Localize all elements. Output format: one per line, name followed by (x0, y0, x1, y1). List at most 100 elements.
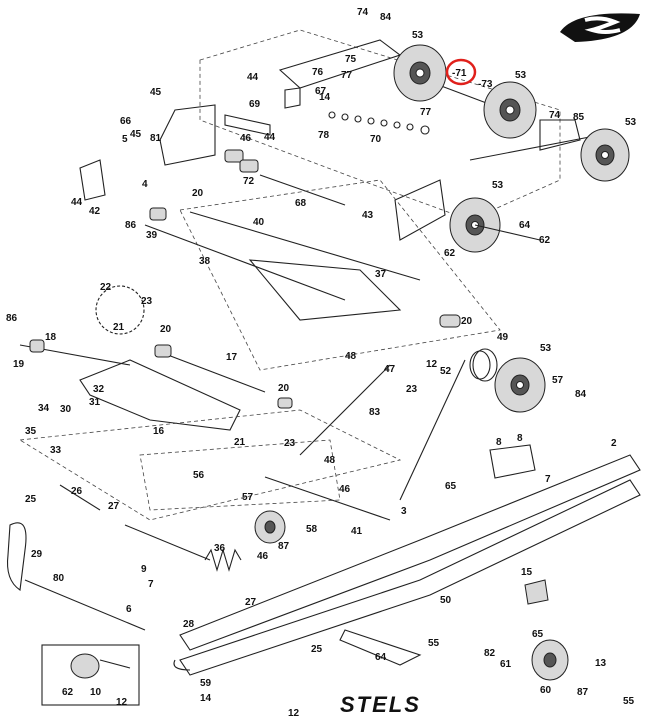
callout-37: 37 (375, 269, 387, 280)
callout-5: 5 (122, 134, 128, 145)
wheel-53-a (393, 44, 447, 102)
callout-53: 53 (625, 117, 637, 128)
callout-3: 3 (401, 506, 407, 517)
callout-32: 32 (93, 384, 105, 395)
callout-8: 8 (517, 433, 523, 444)
callout-7: 7 (545, 474, 551, 485)
callout-12: 12 (288, 708, 300, 719)
callout-55: 55 (428, 638, 440, 649)
callout-87: 87 (278, 541, 290, 552)
callout-44: 44 (264, 132, 276, 143)
callout-23: 23 (141, 296, 153, 307)
callout-46: 46 (257, 551, 269, 562)
callout-15: 15 (521, 567, 533, 578)
callout-53: 53 (492, 180, 504, 191)
callout-14: 14 (200, 693, 212, 704)
callout-57: 57 (552, 375, 564, 386)
callout-28: 28 (183, 619, 195, 630)
callout-59: 59 (200, 678, 212, 689)
callout-53: 53 (540, 343, 552, 354)
callout-87: 87 (577, 687, 589, 698)
callout-43: 43 (362, 210, 374, 221)
callout-20: 20 (192, 188, 204, 199)
callout-39: 39 (146, 230, 158, 241)
front-suspension-arm (19, 285, 293, 431)
callout-21: 21 (113, 322, 125, 333)
callout-47: 47 (384, 364, 396, 375)
callout-76: 76 (312, 67, 324, 78)
middle-shaft-assembly (144, 179, 501, 371)
callout-53: 53 (515, 70, 527, 81)
callout-45: 45 (150, 87, 162, 98)
callout-45: 45 (130, 129, 142, 140)
callout-75: 75 (345, 54, 357, 65)
callout-21: 21 (234, 437, 246, 448)
callout-71: -71 (452, 68, 467, 79)
callout-64: 64 (375, 652, 387, 663)
callout-67: 67 (315, 86, 327, 97)
callout-56: 56 (193, 470, 205, 481)
stels-logo-text: STELS (340, 692, 421, 717)
callout-44: 44 (71, 197, 83, 208)
callout-26: 26 (71, 486, 83, 497)
callout-81: 81 (150, 133, 162, 144)
callout-74: 74 (357, 7, 369, 18)
callout-72: 72 (243, 176, 255, 187)
callout-14: 14 (319, 92, 331, 103)
callout-82: 82 (484, 648, 496, 659)
wheel-87-b (531, 639, 569, 681)
wheel-53-e (494, 357, 546, 413)
callout-74: 74 (549, 110, 561, 121)
brand-logo-icon (560, 13, 640, 42)
callout-23: 23 (406, 384, 418, 395)
callout-25: 25 (311, 644, 323, 655)
callout-50: 50 (440, 595, 452, 606)
callout-25: 25 (25, 494, 37, 505)
callout-36: 36 (214, 543, 226, 554)
callout-69: 69 (249, 99, 261, 110)
callout-9: 9 (141, 564, 147, 575)
stels-logo: STELS (340, 692, 421, 717)
callout-86: 86 (6, 313, 18, 324)
callout-6: 6 (126, 604, 132, 615)
callout-58: 58 (306, 524, 318, 535)
callout-48: 48 (324, 455, 336, 466)
callout-77: 77 (420, 107, 432, 118)
callout-20: 20 (160, 324, 172, 335)
callout-66: 66 (120, 116, 132, 127)
highlight-circle-71 (445, 58, 477, 86)
callout-38: 38 (199, 256, 211, 267)
callout-7: 7 (148, 579, 154, 590)
callout-29: 29 (31, 549, 43, 560)
callout-85: 85 (573, 112, 585, 123)
callout-8: 8 (496, 437, 502, 448)
shock-absorber-83 (299, 348, 498, 501)
callout-41: 41 (351, 526, 363, 537)
callout-16: 16 (153, 426, 165, 437)
callout-68: 68 (295, 198, 307, 209)
lower-rail-assembly (6, 409, 641, 706)
callout-60: 60 (540, 685, 552, 696)
callout-30: 30 (60, 404, 72, 415)
callout-62: 62 (539, 235, 551, 246)
callout-2: 2 (611, 438, 617, 449)
callout-70: 70 (370, 134, 382, 145)
callout-33: 33 (50, 445, 62, 456)
callout-40: 40 (253, 217, 265, 228)
callout-84: 84 (575, 389, 587, 400)
callout-22: 22 (100, 282, 112, 293)
callout-61: 61 (500, 659, 512, 670)
callout-55: 55 (623, 696, 635, 707)
callout-83: 83 (369, 407, 381, 418)
callout-44: 44 (247, 72, 259, 83)
callout-53: 53 (412, 30, 424, 41)
callout-42: 42 (89, 206, 101, 217)
callout-12: 12 (426, 359, 438, 370)
callout-62: 62 (444, 248, 456, 259)
callout-12: 12 (116, 697, 128, 708)
callout-77: 77 (341, 70, 353, 81)
callout-84: 84 (380, 12, 392, 23)
wheel-87-a (254, 510, 286, 544)
